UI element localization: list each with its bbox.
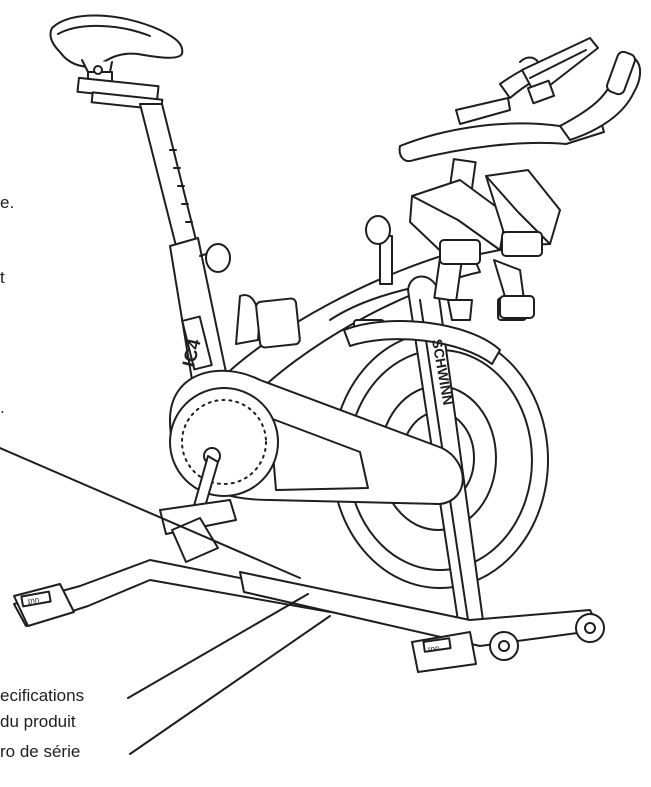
console-holder — [455, 37, 599, 125]
leader-line-specifications — [127, 593, 309, 699]
seat-post — [139, 103, 231, 393]
handlebars — [398, 50, 641, 162]
belt-guard — [169, 369, 464, 505]
text-fragment: t — [0, 268, 5, 287]
leader-line-left — [0, 447, 301, 579]
callout-specifications: ecifications — [0, 686, 85, 705]
foot-badge-front: ɪnn — [427, 643, 440, 654]
dumbbell-holders — [409, 169, 561, 319]
front-stabilizer — [239, 571, 605, 673]
callout-product: du produit — [0, 712, 76, 731]
callout-serial-number: ro de série — [0, 742, 81, 761]
flywheel-cover — [343, 319, 501, 365]
rear-stabilizer — [13, 559, 331, 627]
crank-pedals — [159, 294, 301, 563]
leader-line-serial — [129, 615, 331, 755]
foot-badge-rear: ɪnn — [27, 595, 40, 606]
text-fragment: . — [0, 398, 5, 417]
saddle — [49, 14, 184, 111]
text-fragment: e. — [0, 193, 15, 212]
seat-knob — [199, 243, 231, 273]
resistance-knob — [365, 215, 393, 285]
